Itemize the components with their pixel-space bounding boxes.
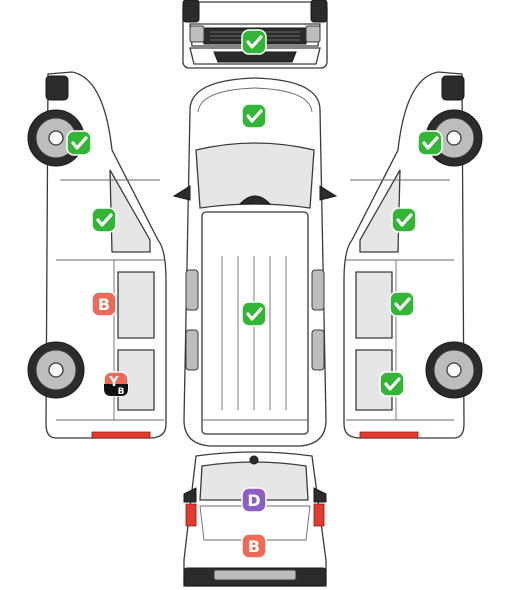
right-rear-panel-check-icon[interactable] bbox=[379, 371, 405, 397]
left-rear-panel-yb-badge[interactable]: YB bbox=[103, 371, 129, 397]
right-front-wheel-check-icon[interactable] bbox=[417, 130, 443, 156]
left-front-wheel-check-icon[interactable] bbox=[66, 130, 92, 156]
roof-front-check-icon[interactable] bbox=[241, 103, 267, 129]
left-sliding-door-badge[interactable]: B bbox=[91, 291, 117, 317]
left-sliding-door-badge-label: B bbox=[98, 295, 110, 314]
top-view bbox=[172, 77, 338, 447]
rear-bumper-badge[interactable]: B bbox=[241, 533, 267, 559]
rear-window-badge-label: D bbox=[247, 491, 260, 510]
roof-center-check-icon[interactable] bbox=[241, 301, 267, 327]
right-front-door-check-icon[interactable] bbox=[391, 207, 417, 233]
right-side-view bbox=[343, 71, 483, 439]
yb-badge-top-label: Y bbox=[108, 375, 119, 390]
front-bumper-check-icon[interactable] bbox=[241, 29, 267, 55]
rear-view bbox=[183, 451, 327, 587]
yb-badge-bottom-label: B bbox=[118, 387, 125, 397]
right-sliding-door-check-icon[interactable] bbox=[389, 291, 415, 317]
rear-bumper-badge-label: B bbox=[248, 537, 260, 556]
rear-window-badge[interactable]: D bbox=[241, 487, 267, 513]
left-side-view bbox=[27, 71, 167, 439]
left-front-door-check-icon[interactable] bbox=[91, 207, 117, 233]
